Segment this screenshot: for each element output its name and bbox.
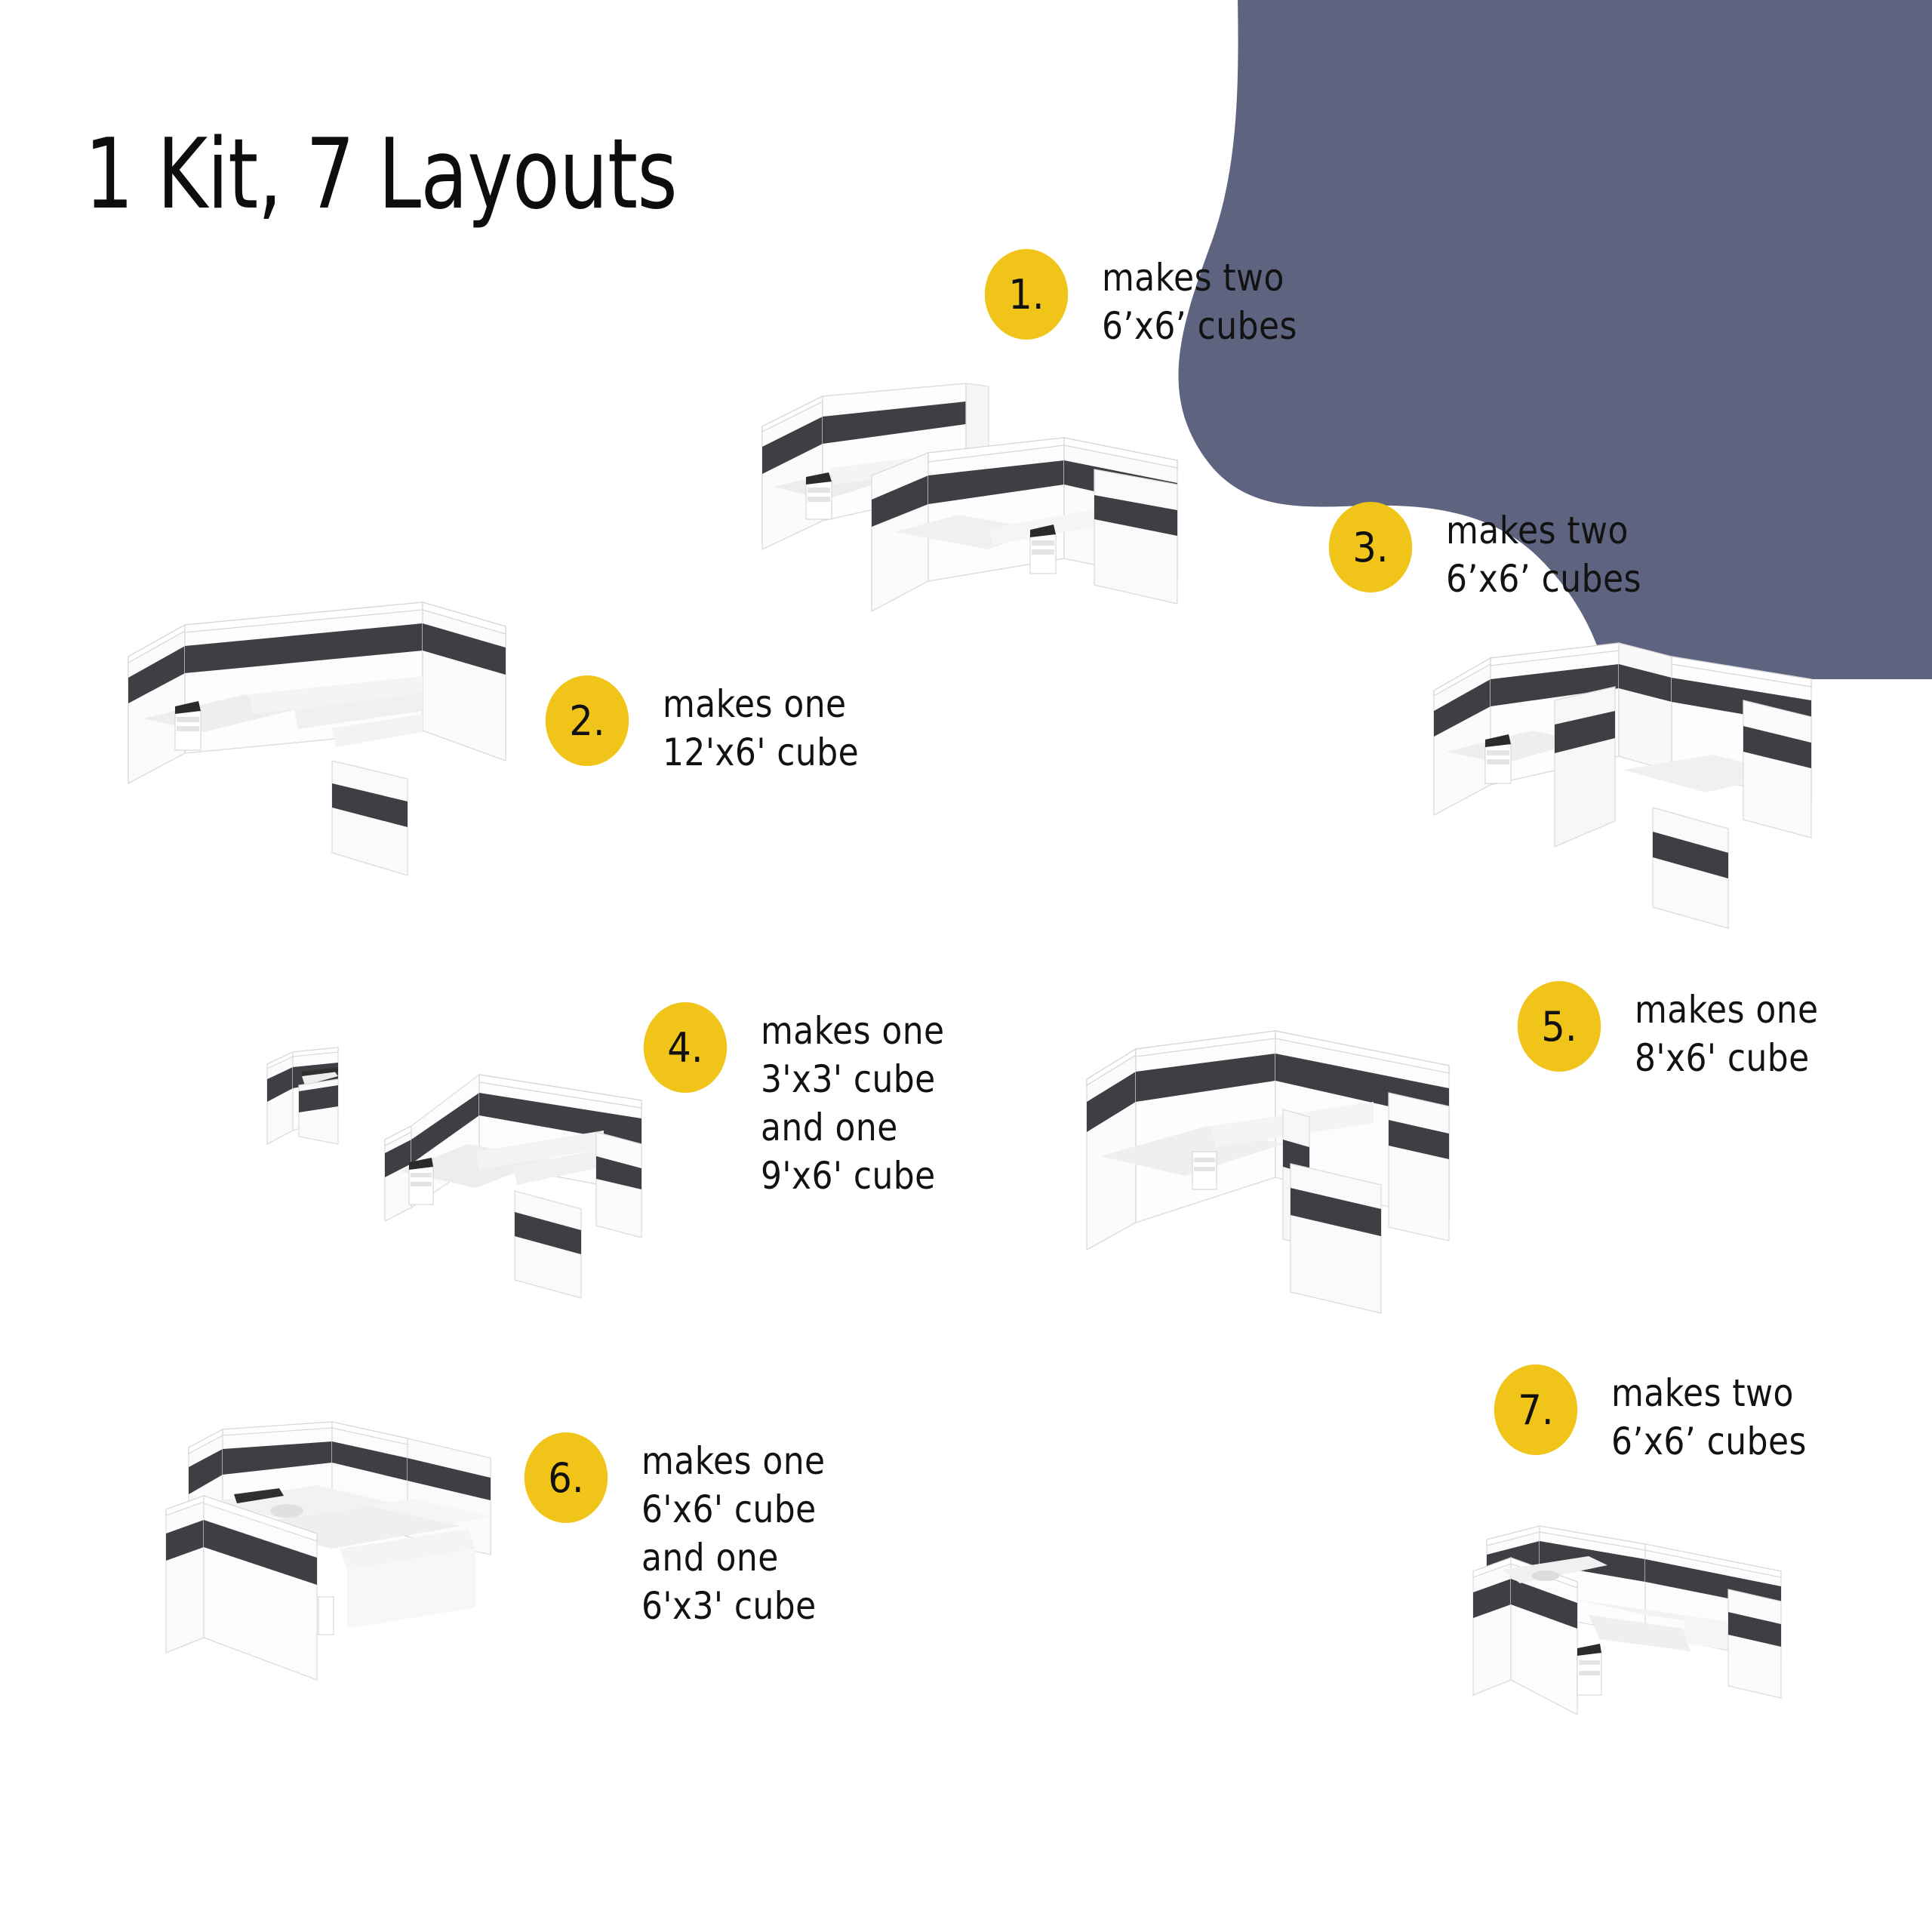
callout-6-lines: makes one 6'x6' cube and one 6'x3' cube bbox=[641, 1432, 851, 1630]
callout-5-lines: makes one 8'x6' cube bbox=[1635, 981, 1844, 1082]
badge-number-3: 3. bbox=[1328, 502, 1413, 592]
callout-7-lines: makes two 6’x6’ cubes bbox=[1611, 1364, 1833, 1466]
callout-7[interactable]: 7. makes two 6’x6’ cubes bbox=[1491, 1364, 1833, 1466]
callout-4-line-1: makes one bbox=[761, 1009, 945, 1053]
callout-4-line-2: 3'x3' cube bbox=[761, 1057, 936, 1101]
callout-2-lines: makes one 12'x6' cube bbox=[663, 675, 886, 777]
callout-1-line-1: makes two bbox=[1102, 256, 1284, 300]
callout-3-line-2: 6’x6’ cubes bbox=[1446, 557, 1641, 601]
badge-number-5: 5. bbox=[1517, 981, 1601, 1072]
cubicle-illustration-4 bbox=[249, 1019, 672, 1336]
badge-number-2: 2. bbox=[545, 675, 629, 766]
cubicle-illustration-3 bbox=[1411, 611, 1902, 943]
badge-number-1: 1. bbox=[984, 249, 1069, 340]
callout-6[interactable]: 6. makes one 6'x6' cube and one 6'x3' cu… bbox=[521, 1432, 851, 1630]
callout-7-line-2: 6’x6’ cubes bbox=[1611, 1420, 1807, 1463]
page-title: 1 Kit, 7 Layouts bbox=[85, 118, 678, 231]
callout-6-line-4: 6'x3' cube bbox=[641, 1584, 817, 1628]
badge-number-6: 6. bbox=[524, 1432, 608, 1523]
callout-2-line-1: makes one bbox=[663, 682, 847, 726]
cubicle-illustration-7 bbox=[1457, 1517, 1857, 1804]
callout-1-line-2: 6’x6’ cubes bbox=[1102, 304, 1297, 348]
callout-4[interactable]: 4. makes one 3'x3' cube and one 9'x6' cu… bbox=[640, 1002, 970, 1200]
callout-4-line-4: 9'x6' cube bbox=[761, 1154, 936, 1198]
callout-4-line-3: and one bbox=[761, 1106, 898, 1149]
callout-6-line-2: 6'x6' cube bbox=[641, 1487, 817, 1531]
badge-number-7: 7. bbox=[1494, 1364, 1578, 1455]
callout-6-line-1: makes one bbox=[641, 1439, 826, 1483]
cubicle-illustration-5 bbox=[1057, 996, 1540, 1328]
callout-2-line-2: 12'x6' cube bbox=[663, 731, 860, 774]
callout-1[interactable]: 1. makes two 6’x6’ cubes bbox=[981, 249, 1324, 350]
cubicle-illustration-1 bbox=[740, 355, 1253, 694]
callout-5-line-2: 8'x6' cube bbox=[1635, 1036, 1810, 1080]
callout-3[interactable]: 3. makes two 6’x6’ cubes bbox=[1325, 502, 1668, 603]
callout-6-line-3: and one bbox=[641, 1536, 779, 1580]
cubicle-illustration-6 bbox=[143, 1389, 566, 1721]
callout-1-lines: makes two 6’x6’ cubes bbox=[1102, 249, 1324, 350]
callout-3-line-1: makes two bbox=[1446, 509, 1629, 552]
callout-2[interactable]: 2. makes one 12'x6' cube bbox=[542, 675, 886, 777]
callout-5[interactable]: 5. makes one 8'x6' cube bbox=[1514, 981, 1844, 1082]
cubicle-illustration-2 bbox=[106, 581, 558, 898]
callout-4-lines: makes one 3'x3' cube and one 9'x6' cube bbox=[761, 1002, 970, 1200]
callout-3-lines: makes two 6’x6’ cubes bbox=[1446, 502, 1668, 603]
badge-number-4: 4. bbox=[643, 1002, 728, 1093]
callout-5-line-1: makes one bbox=[1635, 988, 1819, 1032]
callout-7-line-1: makes two bbox=[1611, 1371, 1794, 1415]
